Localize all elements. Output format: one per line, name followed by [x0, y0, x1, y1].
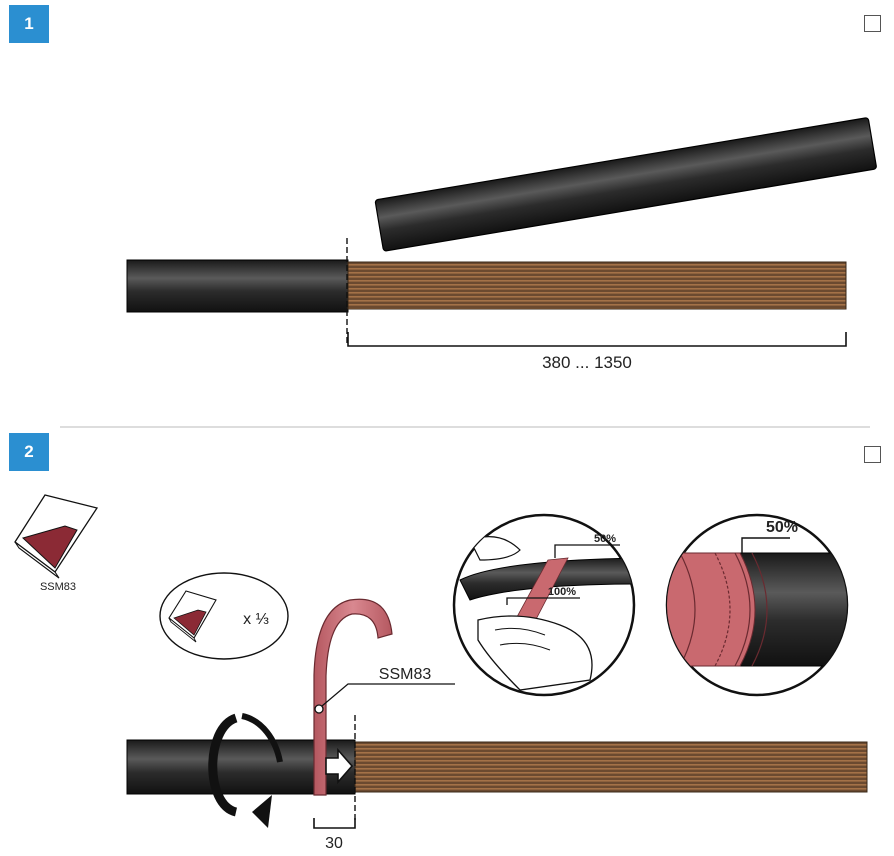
step-2-diagram: SSM83 x ⅓ 50% 100% [14, 494, 868, 852]
detail-circle-result: 50% [665, 513, 849, 697]
product-label: SSM83 [40, 581, 76, 593]
tape-callout-line [321, 683, 455, 707]
dimension-label: 380 ... 1350 [542, 353, 632, 372]
tape-callout-label: SSM83 [379, 666, 432, 683]
detail-circle-wrapping: 50% 100% [452, 513, 636, 697]
tape-product-icon [14, 494, 99, 579]
quantity-callout: x ⅓ [159, 572, 289, 660]
shrink-sleeve [374, 117, 877, 252]
step-2-badge: 2 [9, 433, 49, 471]
overlap-50-label: 50% [594, 533, 616, 545]
offset-label: 30 [325, 835, 343, 852]
overlap-100-label: 100% [548, 586, 576, 598]
step-1-badge: 1 [9, 5, 49, 43]
rotation-arrow-icon [208, 713, 283, 828]
step-1-diagram: 380 ... 1350 [126, 117, 877, 372]
quantity-label: x ⅓ [243, 611, 269, 628]
offset-bracket [313, 818, 356, 829]
direction-arrow-icon [325, 747, 354, 785]
overlap-result-label: 50% [766, 519, 798, 536]
step-2-checkbox[interactable] [864, 446, 881, 463]
tape-strip [313, 598, 393, 796]
cable-jacket [126, 259, 349, 313]
cable-core-2 [354, 741, 868, 793]
cable-core [347, 261, 847, 310]
step-1-checkbox[interactable] [864, 15, 881, 32]
dimension-bracket [347, 332, 847, 347]
